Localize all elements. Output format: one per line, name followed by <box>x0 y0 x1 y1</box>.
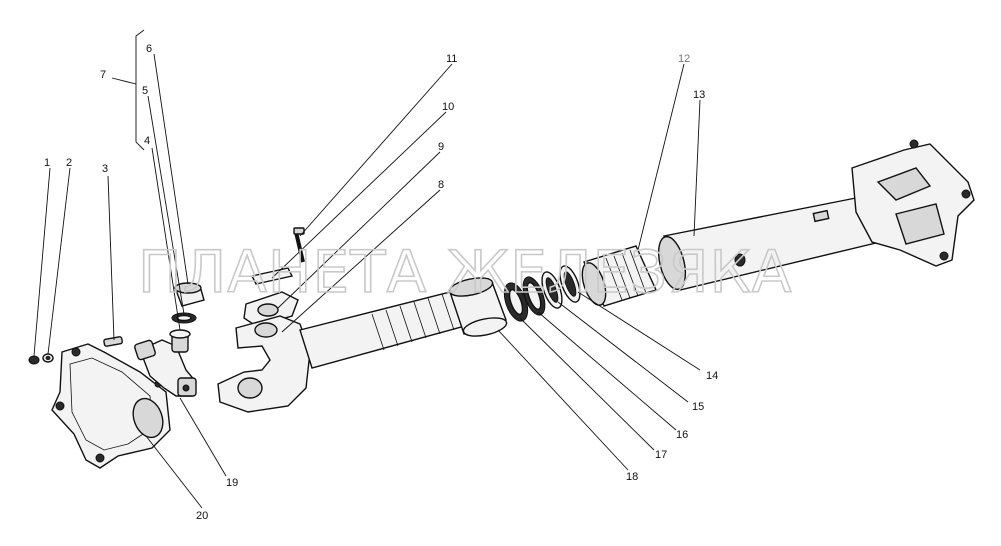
callout-16: 16 <box>676 429 688 441</box>
callout-7: 7 <box>100 69 106 81</box>
callout-9: 9 <box>438 141 444 153</box>
splined-sleeve-part-12 <box>581 245 657 307</box>
ring-part-15 <box>541 271 563 309</box>
leader-14 <box>577 291 701 371</box>
callout-10: 10 <box>442 101 454 113</box>
leader-10 <box>271 111 447 279</box>
leader-6 <box>153 53 189 285</box>
callout-2: 2 <box>66 157 72 169</box>
callout-5: 5 <box>142 85 148 97</box>
ring-part-16 <box>522 276 546 316</box>
callout-6: 6 <box>146 43 152 55</box>
callout-3: 3 <box>102 163 108 175</box>
flange-yoke-right <box>851 139 975 267</box>
leader-4 <box>151 147 181 331</box>
tube-part-13 <box>657 195 881 291</box>
ring-part-14 <box>559 265 581 303</box>
leader-15 <box>557 301 689 403</box>
leader-7 <box>111 77 137 85</box>
leader-5 <box>147 95 185 315</box>
callout-18: 18 <box>626 471 638 483</box>
washer-part-2 <box>42 353 54 363</box>
lock-plate-part-10 <box>250 267 294 285</box>
callout-8: 8 <box>438 179 444 191</box>
bolt-part-3 <box>103 336 123 347</box>
nut-part-1 <box>28 355 40 365</box>
flange-yoke-part-20 <box>51 343 171 469</box>
seal-part-4 <box>169 329 191 339</box>
callout-11: 11 <box>446 53 457 65</box>
callout-14: 14 <box>706 370 718 382</box>
leader-lines <box>33 29 701 509</box>
leader-13 <box>693 99 701 237</box>
leader-8 <box>281 189 441 333</box>
leader-20 <box>145 435 203 509</box>
callout-19: 19 <box>226 477 238 489</box>
leader-2 <box>47 167 71 355</box>
seal-ring-part-5 <box>171 312 197 324</box>
callout-4: 4 <box>144 135 150 147</box>
leader-16 <box>537 311 677 431</box>
callout-15: 15 <box>692 401 704 413</box>
spline-nut-part-18 <box>448 277 508 337</box>
leader-1 <box>33 167 51 357</box>
callout-13: 13 <box>693 89 705 101</box>
watermark-text: ПЛАНЕТА ЖЕЛЕЗЯКА <box>138 238 792 306</box>
leader-9 <box>277 151 441 309</box>
leader-3 <box>107 175 115 341</box>
cross-spider-part-19 <box>134 333 197 397</box>
leader-17 <box>519 317 655 451</box>
callout-20: 20 <box>196 510 208 522</box>
callout-17: 17 <box>655 449 667 461</box>
sliding-yoke-part-8 <box>217 315 311 413</box>
callout-1: 1 <box>44 157 50 169</box>
leader-19 <box>179 397 227 477</box>
leader-18 <box>497 329 629 471</box>
bracket-7 <box>135 29 145 151</box>
leader-12 <box>637 63 685 251</box>
leader-11 <box>299 63 453 237</box>
callout-12: 12 <box>678 53 690 65</box>
ring-part-17 <box>503 282 529 322</box>
